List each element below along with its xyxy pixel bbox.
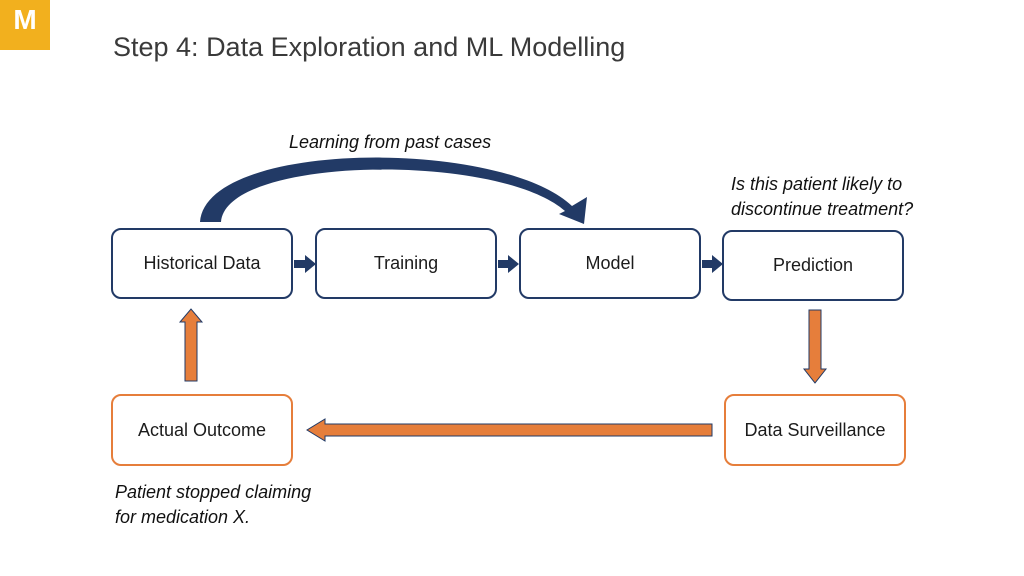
prediction-box: Prediction: [722, 230, 904, 301]
actual-outcome-box: Actual Outcome: [111, 394, 293, 466]
patient-caption: Patient stopped claiming for medication …: [115, 480, 311, 530]
slide-title: Step 4: Data Exploration and ML Modellin…: [113, 32, 626, 62]
training-box: Training: [315, 228, 497, 299]
arrow-training-to-model: [498, 255, 519, 273]
patient-caption-line-2: for medication X.: [115, 507, 251, 527]
data-surveillance-box: Data Surveillance: [724, 394, 906, 466]
prediction-question: Is this patient likely to discontinue tr…: [731, 172, 913, 222]
arrow-actual-to-historical: [178, 308, 204, 382]
historical-data-box: Historical Data: [111, 228, 293, 299]
arrow-model-to-prediction: [702, 255, 723, 273]
learning-caption: Learning from past cases: [289, 132, 492, 152]
prediction-question-line-1: Is this patient likely to: [731, 174, 903, 194]
arrow-historical-to-training: [294, 255, 316, 273]
logo-letter: M: [13, 4, 37, 35]
prediction-question-line-2: discontinue treatment?: [731, 199, 914, 219]
company-logo: M: [0, 0, 50, 50]
learning-curved-arrow: [200, 157, 587, 224]
arrow-surveillance-to-actual: [306, 418, 713, 442]
arrow-prediction-to-surveillance: [802, 309, 828, 384]
patient-caption-line-1: Patient stopped claiming: [115, 482, 312, 502]
model-box: Model: [519, 228, 701, 299]
